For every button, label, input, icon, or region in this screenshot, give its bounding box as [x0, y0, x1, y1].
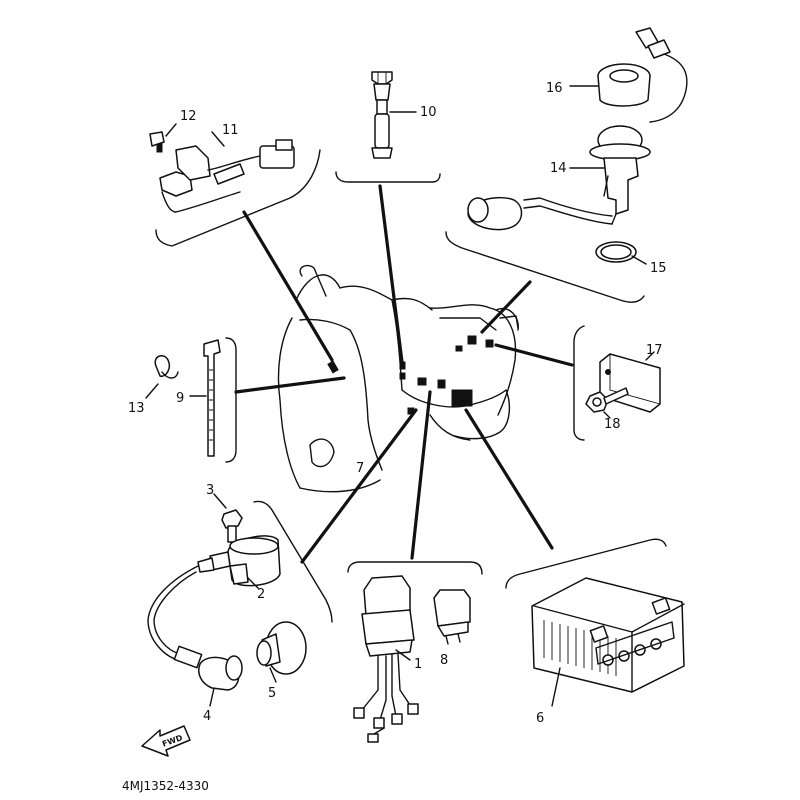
label-part-1: 1 — [414, 657, 422, 672]
part-5-cap — [256, 621, 307, 683]
label-part-16: 16 — [546, 81, 563, 96]
part-13-clip — [145, 355, 179, 399]
label-part-14: 14 — [550, 161, 567, 176]
leader-lines — [234, 184, 574, 564]
label-part-9: 9 — [176, 391, 184, 406]
part-8-relay — [433, 589, 471, 645]
label-part-5: 5 — [268, 686, 276, 701]
label-part-18: 18 — [604, 417, 621, 432]
part-9-strap — [189, 339, 221, 457]
part-3-bolt — [213, 493, 243, 543]
part-4-spark-cable — [147, 565, 243, 707]
scooter-outline — [277, 264, 519, 493]
part-14-fuel-sender — [467, 125, 651, 231]
fwd-arrow-icon: FWD — [141, 725, 191, 757]
part-number-labels: 1 2 3 4 5 6 7 8 9 10 11 12 13 14 15 16 1… — [128, 81, 667, 726]
label-part-11: 11 — [222, 123, 239, 138]
part-1-cdi-unit — [353, 575, 419, 743]
diagram-code: 4MJ1352-4330 — [122, 779, 209, 793]
label-part-13: 13 — [128, 401, 145, 416]
part-18-nut — [585, 387, 629, 419]
part-6-battery — [531, 577, 685, 707]
label-part-8: 8 — [440, 653, 448, 668]
part-11-harness — [159, 131, 295, 213]
part-16-cap — [569, 27, 688, 123]
label-part-6: 6 — [536, 711, 544, 726]
label-part-7: 7 — [356, 461, 364, 476]
group-brackets — [155, 149, 667, 623]
part-15-gasket — [595, 241, 647, 265]
label-part-4: 4 — [203, 709, 211, 724]
part-2-ignition-coil — [197, 535, 281, 589]
label-part-2: 2 — [257, 587, 265, 602]
part-12-bolt — [149, 123, 177, 153]
part-10-valve — [371, 71, 417, 159]
label-part-12: 12 — [180, 109, 197, 124]
label-part-17: 17 — [646, 343, 663, 358]
label-part-15: 15 — [650, 261, 667, 276]
label-part-10: 10 — [420, 105, 437, 120]
label-part-3: 3 — [206, 483, 214, 498]
